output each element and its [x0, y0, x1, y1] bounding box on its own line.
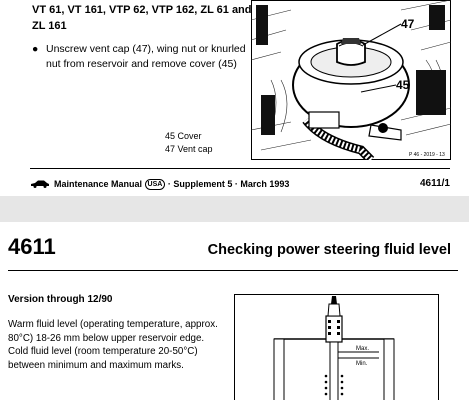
bullet-icon: ● — [32, 43, 39, 55]
usa-badge: USA — [144, 179, 166, 190]
footer-divider — [30, 168, 450, 169]
callout-45: 45 — [396, 78, 410, 92]
max-mark-label: Max. — [356, 346, 369, 352]
footer-manual-title: Maintenance Manual — [54, 179, 143, 189]
page-footer: Maintenance Manual USA · Supplement 5 · … — [30, 178, 450, 192]
section-title: Checking power steering fluid level — [207, 242, 451, 258]
legend-item-cover: 45 Cover — [165, 131, 202, 141]
manual-page-bottom: 4611 Checking power steering fluid level… — [0, 222, 469, 400]
footer-manual-info: Maintenance Manual USA · Supplement 5 · … — [54, 179, 289, 190]
fluid-level-instructions: Warm fluid level (operating temperature,… — [8, 319, 218, 371]
min-mark-label: Min. — [356, 361, 368, 367]
footer-supplement: · Supplement 5 · March 1993 — [167, 179, 290, 189]
fluid-level-diagram: Max. Min. — [234, 294, 439, 400]
header-divider — [8, 270, 458, 271]
figure-legend: 45 Cover 47 Vent cap — [165, 130, 213, 155]
instruction-text: Unscrew vent cap (47), wing nut or knurl… — [46, 43, 246, 70]
legend-item-vent-cap: 47 Vent cap — [165, 143, 213, 154]
model-applicability-heading: VT 61, VT 161, VTP 62, VTP 162, ZL 61 an… — [32, 4, 252, 32]
version-heading: Version through 12/90 — [8, 294, 113, 305]
page-gap — [0, 196, 469, 222]
callout-47: 47 — [401, 17, 415, 31]
manual-page-top: VT 61, VT 161, VTP 62, VTP 162, ZL 61 an… — [0, 0, 469, 196]
figure-reference: P 46 - 2019 - 13 — [409, 152, 445, 158]
section-number: 4611 — [8, 234, 56, 259]
footer-page-number: 4611/1 — [419, 178, 450, 189]
car-logo-icon — [31, 180, 49, 188]
instruction-bullet: ● Unscrew vent cap (47), wing nut or knu… — [32, 42, 247, 71]
reservoir-photo-illustration: 47 45 P 46 - 2019 - 13 — [251, 0, 451, 160]
